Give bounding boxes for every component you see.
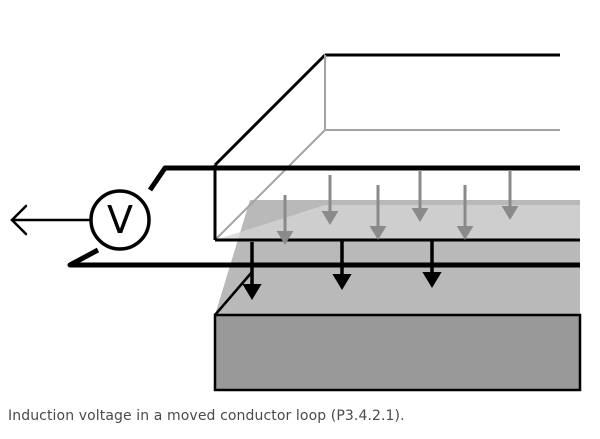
field-arrow-grey <box>321 175 339 225</box>
conductor-loop <box>67 165 580 268</box>
field-arrow-black <box>332 240 352 290</box>
motion-direction-arrow <box>10 204 92 236</box>
field-arrow-grey <box>369 185 387 240</box>
field-arrow-grey <box>501 170 519 220</box>
field-arrow-black <box>242 242 262 300</box>
induction-diagram: V <box>10 53 582 392</box>
figure-caption: Induction voltage in a moved conductor l… <box>8 408 405 424</box>
field-arrow-grey <box>411 170 429 222</box>
voltmeter-label: V <box>107 198 133 242</box>
field-arrow-black <box>422 240 442 288</box>
field-arrows-front <box>242 240 442 300</box>
lower-pole-front-face <box>213 313 582 392</box>
voltmeter: V <box>89 189 151 251</box>
field-arrows-back <box>276 170 519 245</box>
field-arrow-grey <box>456 185 474 240</box>
field-arrow-grey <box>276 195 294 245</box>
magnetic-field-region <box>215 205 580 240</box>
